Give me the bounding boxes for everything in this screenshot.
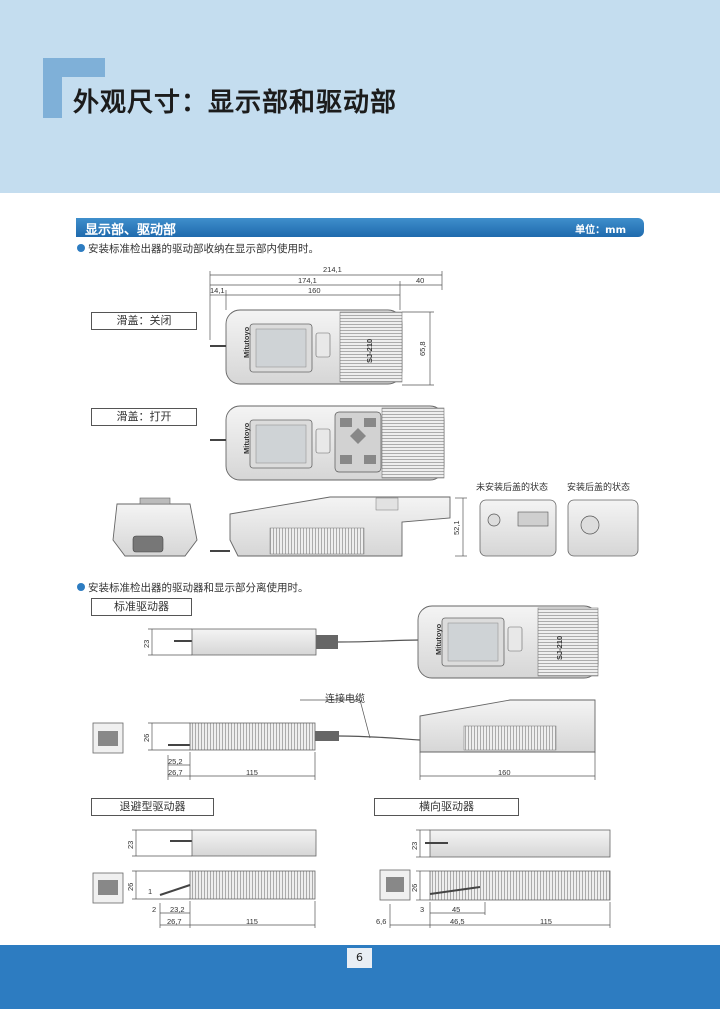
page-title: 外观尺寸：显示部和驱动部	[73, 88, 398, 118]
standard-driver-top	[174, 605, 599, 679]
dim-ret-115: 115	[246, 917, 258, 926]
front-view	[112, 497, 198, 557]
page-number: 6	[347, 948, 372, 968]
model-label-closed: SJ-210	[365, 338, 374, 363]
back-view-no-cover	[479, 499, 557, 557]
display-unit-open	[210, 405, 445, 481]
display-unit-closed	[210, 309, 403, 385]
label-with-cover: 安装后盖的状态	[567, 483, 631, 493]
note-separate-text: 安装标准检出器的驱动器和显示部分离使用时。	[88, 582, 309, 594]
dim-40: 40	[416, 276, 425, 285]
dim-std-115: 115	[246, 768, 258, 777]
tag-cover-closed: 滑盖：关闭	[91, 312, 197, 330]
dim-214: 214,1	[323, 265, 342, 274]
retract-driver	[92, 829, 317, 904]
bullet-icon	[77, 583, 85, 591]
tag-transverse-driver: 横向驱动器	[374, 798, 519, 816]
brand-logo-closed: Mitutoyo	[242, 326, 251, 358]
model-label-separate: SJ-210	[555, 635, 564, 660]
label-no-cover: 未安装后盖的状态	[476, 483, 549, 493]
dim-ret-1: 1	[148, 887, 153, 896]
dim-trv-3: 3	[420, 905, 425, 914]
back-view-with-cover	[567, 499, 639, 557]
dim-ret-23-2: 23,2	[170, 905, 185, 914]
bullet-icon	[77, 244, 85, 252]
tag-cover-open: 滑盖：打开	[91, 408, 197, 426]
label-cable: 连接电缆	[325, 694, 365, 705]
header-banner: 外观尺寸：显示部和驱动部	[0, 0, 720, 193]
dim-65-8: 65,8	[418, 341, 427, 356]
dim-160-top: 160	[308, 286, 321, 295]
dim-14: 14,1	[210, 286, 225, 295]
dim-std-26: 26	[142, 733, 151, 742]
standard-driver-side	[92, 699, 596, 754]
dim-trv-6-6: 6,6	[376, 917, 387, 926]
note-separate: 安装标准检出器的驱动器和显示部分离使用时。	[77, 580, 309, 595]
section-title: 显示部、驱动部	[85, 223, 177, 238]
dim-174: 174,1	[298, 276, 317, 285]
transverse-driver	[379, 829, 611, 901]
dim-std-25-2: 25,2	[168, 757, 183, 766]
brand-logo-separate: Mitutoyo	[434, 623, 443, 655]
unit-label: 单位：mm	[575, 225, 626, 236]
dim-trv-26: 26	[410, 883, 419, 892]
dim-52-1: 52,1	[452, 520, 461, 535]
dim-ret-26-7: 26,7	[167, 917, 182, 926]
dim-std-160: 160	[498, 768, 511, 777]
dim-ret-2: 2	[152, 905, 157, 914]
dim-std-26-7: 26,7	[168, 768, 183, 777]
dim-trv-115: 115	[540, 917, 552, 926]
dim-std-23: 23	[142, 639, 151, 648]
section-bar: 显示部、驱动部 单位：mm	[76, 218, 644, 238]
note-stored: 安装标准检出器的驱动部收纳在显示部内使用时。	[77, 241, 319, 256]
dim-trv-46-5: 46,5	[450, 917, 465, 926]
side-view	[210, 496, 451, 557]
dim-ret-23: 23	[126, 840, 135, 849]
brand-logo-open: Mitutoyo	[242, 422, 251, 454]
tag-retract-driver: 退避型驱动器	[91, 798, 214, 816]
header-corner-mark	[43, 58, 105, 118]
note-stored-text: 安装标准检出器的驱动部收纳在显示部内使用时。	[88, 243, 319, 255]
dim-trv-23: 23	[410, 841, 419, 850]
dim-ret-26: 26	[126, 882, 135, 891]
tag-standard-driver: 标准驱动器	[91, 598, 192, 616]
dim-trv-45: 45	[452, 905, 461, 914]
